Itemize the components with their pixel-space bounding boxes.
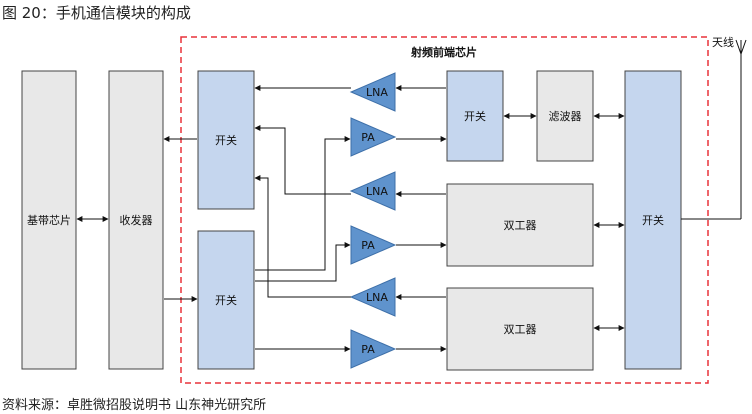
lna-1: LNA [349,72,396,112]
filter: 滤波器 [536,70,594,162]
rffe-boundary [180,36,709,384]
pa-1: PA [350,117,397,157]
filter-label: 滤波器 [549,110,582,123]
baseband-chip: 基带芯片 [21,70,77,370]
duplexer-1: 双工器 [446,183,594,267]
lna-2: LNA [349,171,396,211]
rffe-title: 射频前端芯片 [410,45,477,59]
lna-1-label: LNA [366,86,388,99]
switch-inner-label: 开关 [464,109,486,123]
source-note: 资料来源：卓胜微招股说明书 山东神光研究所 [2,398,266,413]
link-lna3-out [254,175,351,298]
switch-bottom: 开关 [197,230,255,370]
switch-inner: 开关 [446,70,504,162]
lna-2-label: LNA [366,185,388,198]
lna-3: LNA [349,277,396,317]
pa-3-label: PA [361,343,375,356]
pa-2: PA [350,225,397,265]
pa-1-label: PA [361,131,375,144]
duplexer-2: 双工器 [446,287,594,371]
link-pa2-in [255,242,351,282]
figure-caption: 图 20：手机通信模块的构成 [2,4,191,22]
antenna-label: 天线 [712,35,734,49]
link-lna2-out [254,125,351,195]
switch-bottom-label: 开关 [215,293,237,307]
antenna-icon: 天线 [681,35,747,220]
pa-2-label: PA [361,239,375,252]
antenna-switch: 开关 [624,70,682,370]
link-pa1-in [255,136,351,271]
transceiver-label: 收发器 [120,213,153,227]
lna-3-label: LNA [366,291,388,304]
switch-top: 开关 [197,70,255,210]
connections [76,85,625,352]
baseband-label: 基带芯片 [27,213,71,227]
antenna-switch-label: 开关 [642,213,664,227]
switch-top-label: 开关 [215,133,237,147]
pa-3: PA [350,329,397,369]
transceiver: 收发器 [108,70,164,370]
duplexer-2-label: 双工器 [504,323,537,336]
duplexer-1-label: 双工器 [504,219,537,232]
